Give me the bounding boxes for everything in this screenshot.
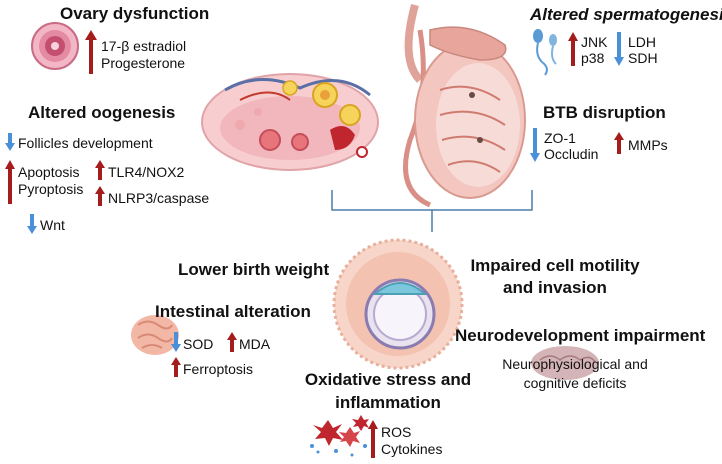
jnk-label: JNK: [581, 34, 608, 50]
follicles-label: Follicles development: [18, 135, 153, 151]
tlr4-label: TLR4/NOX2: [108, 164, 185, 180]
birth-weight-label: Lower birth weight: [178, 260, 330, 279]
up-arrow-icon: [85, 30, 97, 74]
bracket-connector: [331, 190, 533, 232]
up-arrow-icon: [5, 160, 15, 204]
ros-particles-icon: [310, 415, 369, 457]
up-arrow-icon: [95, 186, 105, 206]
mmps-label: MMPs: [628, 137, 668, 153]
zo1-label: ZO-1: [544, 130, 576, 146]
estradiol-label: 17-β estradiol: [101, 38, 187, 54]
cytokines-label: Cytokines: [381, 441, 443, 457]
altered-oogenesis-title: Altered oogenesis: [28, 103, 176, 122]
intestine-icon: [131, 315, 179, 355]
mda-label: MDA: [239, 336, 271, 352]
sdh-label: SDH: [628, 50, 658, 66]
ros-label: ROS: [381, 424, 412, 440]
up-arrow-icon: [568, 32, 578, 66]
occludin-label: Occludin: [544, 146, 599, 162]
up-arrow-icon: [368, 420, 378, 458]
oxidative-title-line2: inflammation: [335, 393, 441, 412]
ferroptosis-label: Ferroptosis: [183, 361, 254, 377]
down-arrow-icon: [171, 332, 181, 352]
pyroptosis-label: Pyroptosis: [18, 181, 84, 197]
down-arrow-icon: [27, 214, 37, 234]
up-arrow-icon: [95, 160, 105, 180]
ovum-icon: [31, 22, 79, 70]
motility-line1: Impaired cell motility: [470, 256, 640, 275]
up-arrow-icon: [171, 357, 181, 377]
p38-label: p38: [581, 50, 605, 66]
testis-illustration: [403, 3, 526, 208]
brain-icon: [531, 346, 599, 380]
up-arrow-icon: [227, 332, 237, 352]
ovary-illustration: [201, 73, 379, 171]
intestinal-alteration-title: Intestinal alteration: [155, 302, 311, 321]
nlrp3-label: NLRP3/caspase: [108, 190, 210, 206]
motility-line2: and invasion: [503, 278, 607, 297]
down-arrow-icon: [530, 128, 540, 162]
ovary-dysfunction-title: Ovary dysfunction: [60, 4, 210, 23]
ldh-label: LDH: [628, 34, 657, 50]
sod-label: SOD: [183, 336, 214, 352]
apoptosis-label: Apoptosis: [18, 164, 80, 180]
neurodevelopment-title: Neurodevelopment impairment: [455, 326, 706, 345]
progesterone-label: Progesterone: [101, 55, 186, 71]
oxidative-title-line1: Oxidative stress and: [304, 370, 472, 389]
btb-disruption-title: BTB disruption: [543, 103, 666, 122]
altered-spermatogenesis-title: Altered spermatogenesis: [530, 5, 722, 24]
down-arrow-icon: [5, 133, 15, 151]
up-arrow-icon: [614, 132, 624, 154]
down-arrow-icon: [614, 32, 624, 66]
neuro-line1: Neurophysiological and: [502, 356, 648, 372]
wnt-label: Wnt: [40, 217, 65, 233]
embryo-icon: [332, 238, 464, 370]
sperm-icon: [533, 29, 557, 76]
neuro-line2: cognitive deficits: [523, 375, 627, 391]
